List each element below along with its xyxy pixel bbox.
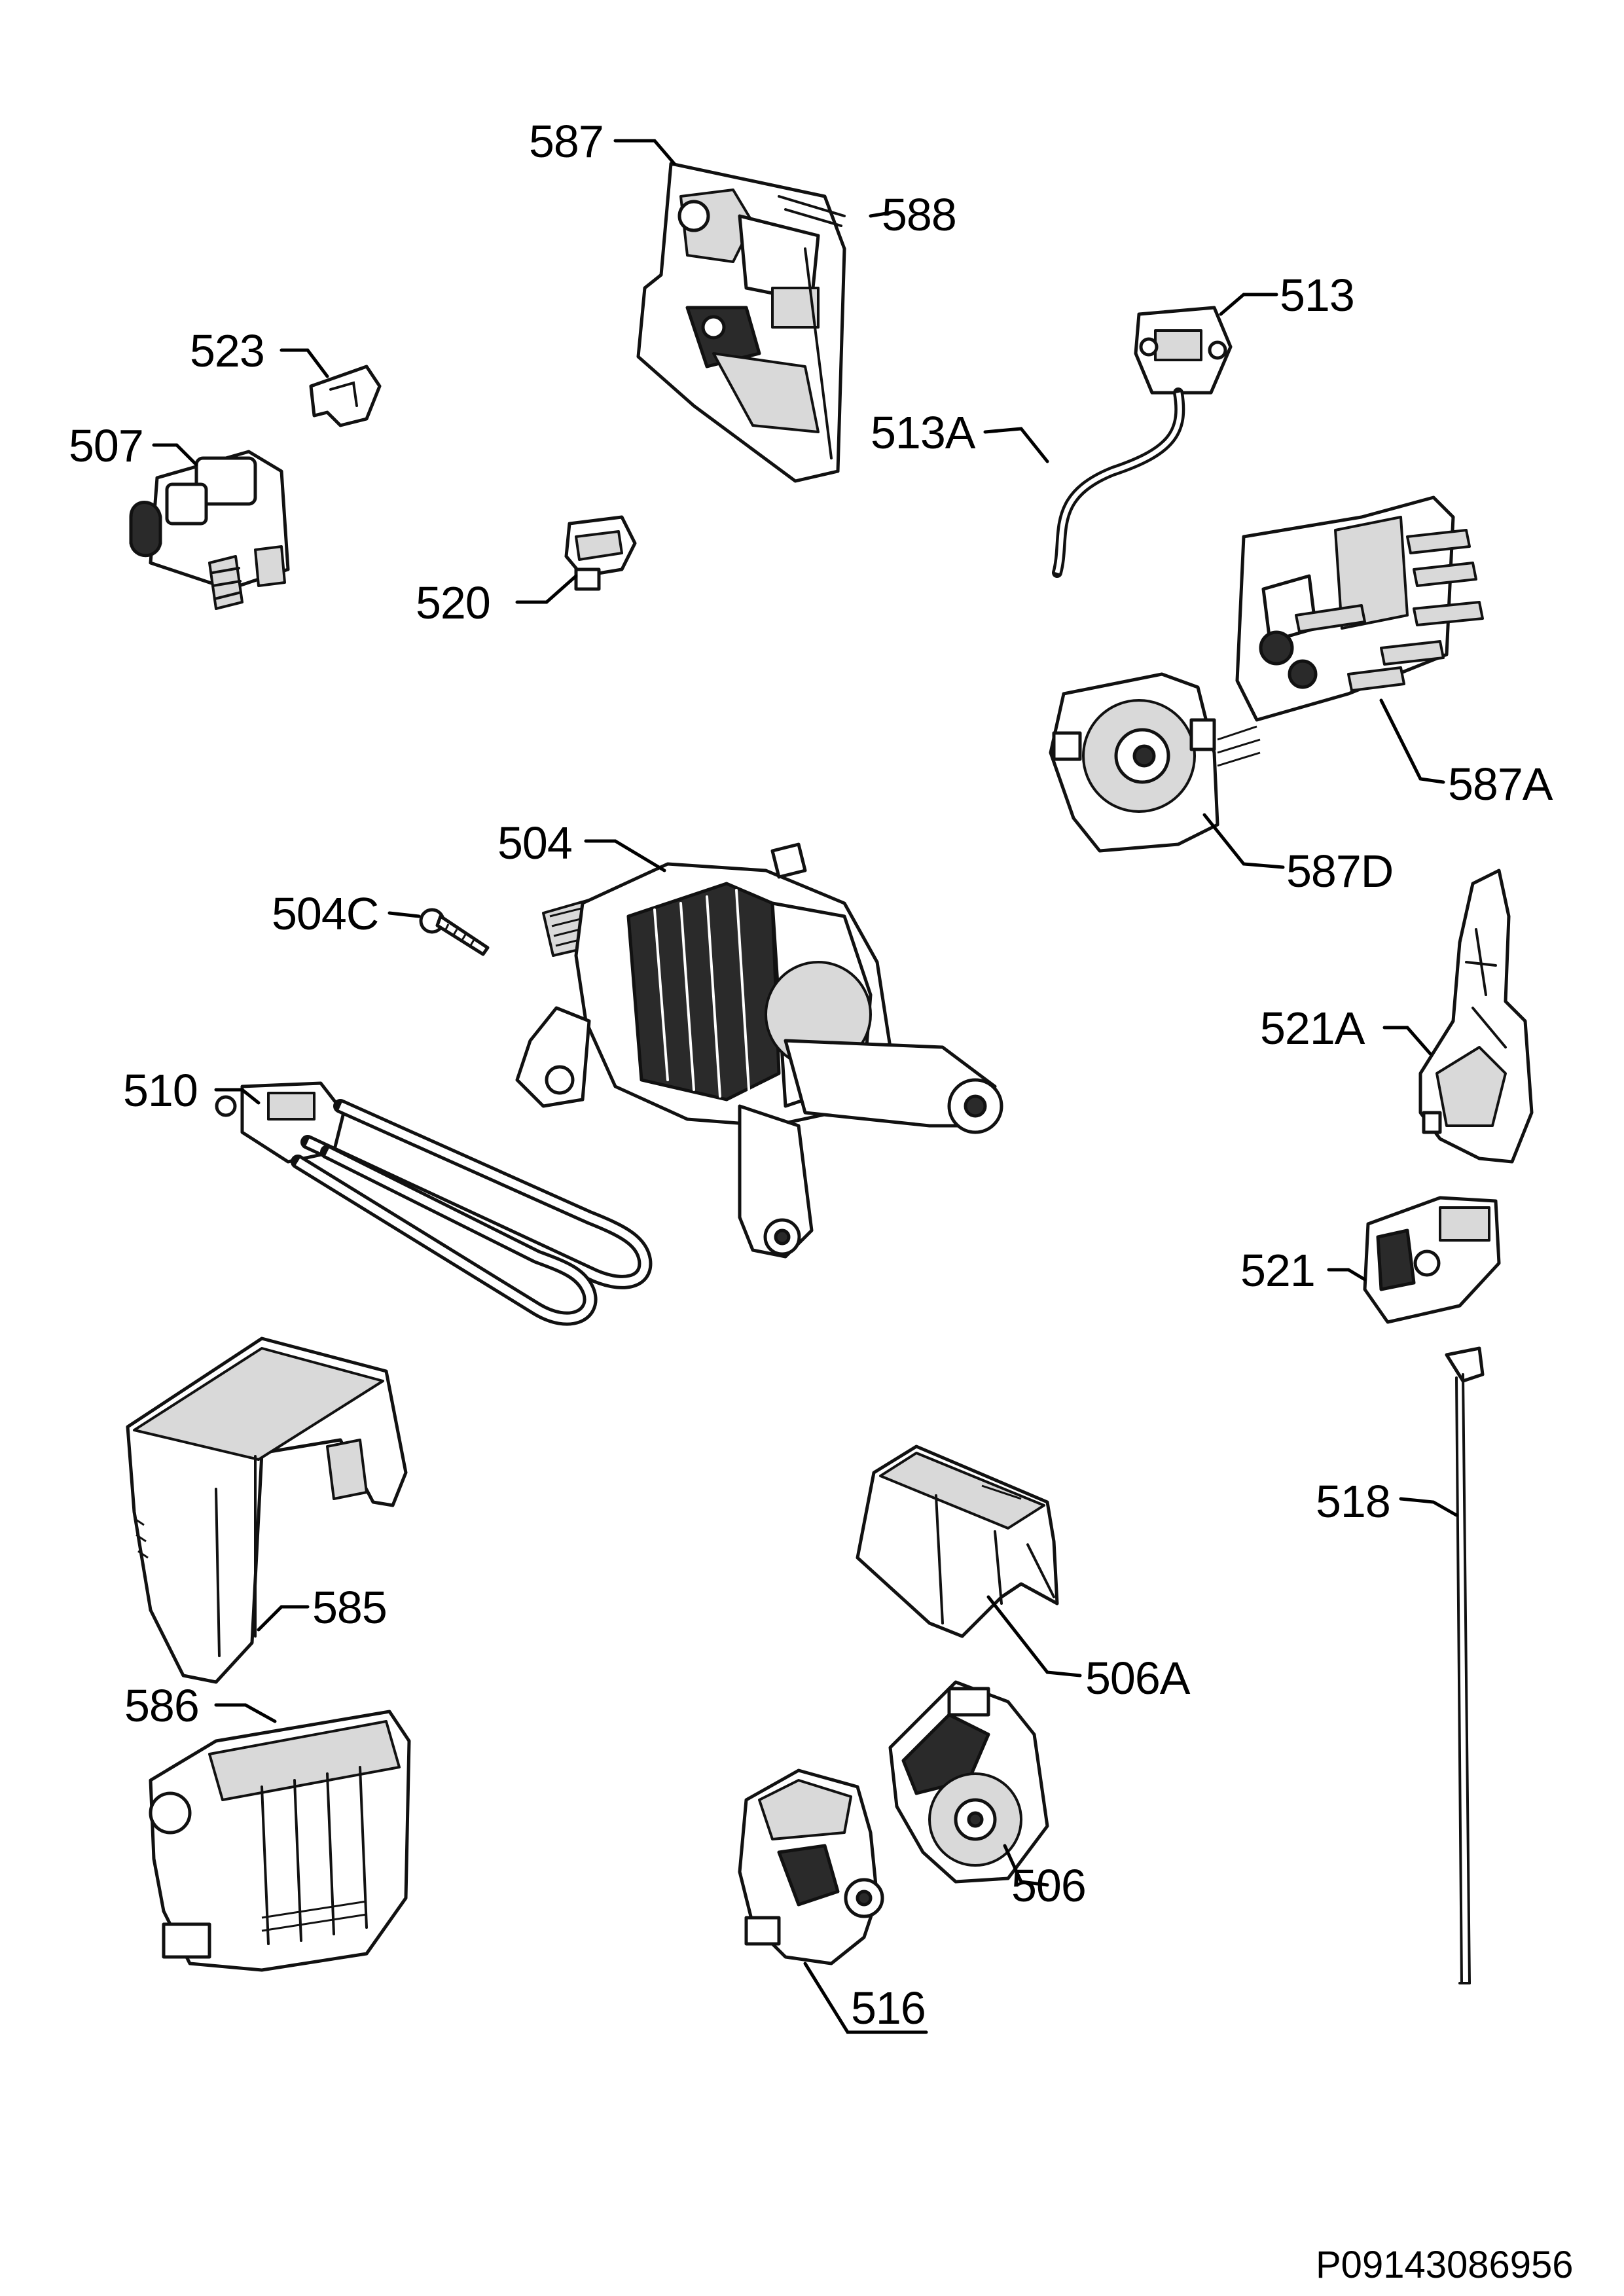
part-521a-lock-bracket: [1418, 869, 1534, 1164]
leader-520: [515, 574, 578, 604]
label-510: 510: [123, 1065, 198, 1116]
leader-521: [1327, 1268, 1367, 1282]
label-521: 521: [1240, 1245, 1315, 1296]
label-513: 513: [1280, 270, 1354, 321]
part-520-connector: [564, 515, 637, 591]
leader-587D: [1202, 813, 1285, 869]
leader-506: [1003, 1844, 1049, 1887]
part-513-sensor: [1134, 306, 1233, 395]
leader-506A: [986, 1595, 1082, 1677]
part-510-heating-element: [215, 1081, 653, 1326]
leader-518: [1399, 1497, 1458, 1517]
label-585: 585: [312, 1582, 387, 1633]
leader-513: [1219, 293, 1278, 316]
label-504: 504: [497, 817, 572, 869]
part-506-drain-pump: [888, 1680, 1049, 1884]
leader-504C: [388, 911, 421, 918]
part-506a-pump-cover: [856, 1444, 1059, 1638]
leader-586: [214, 1703, 277, 1723]
leader-521A: [1382, 1026, 1432, 1056]
label-513A: 513A: [871, 407, 976, 458]
part-518-rod: [1445, 1346, 1485, 1984]
leader-587: [613, 139, 676, 166]
leader-585: [257, 1605, 310, 1632]
part-516-recirculation-pump: [738, 1768, 884, 1965]
label-506A: 506A: [1085, 1653, 1191, 1704]
leader-588: [869, 211, 892, 218]
leader-510: [214, 1088, 261, 1105]
part-504-motor: [515, 842, 1003, 1259]
drawing-code: P09143086956: [1316, 2244, 1574, 2286]
label-587D: 587D: [1286, 846, 1393, 897]
label-586: 586: [124, 1680, 199, 1731]
leader-523: [280, 348, 329, 378]
label-587: 587: [529, 116, 604, 167]
leader-504: [584, 839, 666, 872]
label-518: 518: [1316, 1476, 1390, 1527]
leader-513A: [983, 427, 1049, 463]
part-507-inlet-valve: [129, 450, 290, 610]
label-521A: 521A: [1260, 1003, 1365, 1054]
part-586-filter-block: [149, 1710, 411, 1972]
label-504C: 504C: [272, 888, 378, 939]
label-516: 516: [851, 1982, 926, 2034]
part-587a-selector-board: [1235, 495, 1484, 722]
label-507: 507: [69, 420, 143, 471]
part-523-clip: [309, 365, 382, 427]
label-588: 588: [882, 189, 956, 240]
leader-507: [152, 443, 198, 467]
part-587-control-board: [636, 162, 846, 483]
part-587d-selector-housing: [1049, 672, 1261, 853]
part-513a-cable: [1052, 387, 1185, 578]
label-520: 520: [416, 577, 490, 628]
label-523: 523: [190, 325, 264, 376]
part-521-door-lock: [1363, 1196, 1501, 1324]
part-504c-screw: [419, 908, 490, 956]
leader-587A: [1379, 698, 1445, 784]
label-587A: 587A: [1448, 759, 1553, 810]
part-585-cover: [126, 1336, 408, 1684]
leader-516: [803, 1962, 928, 2034]
label-506: 506: [1011, 1860, 1086, 1911]
